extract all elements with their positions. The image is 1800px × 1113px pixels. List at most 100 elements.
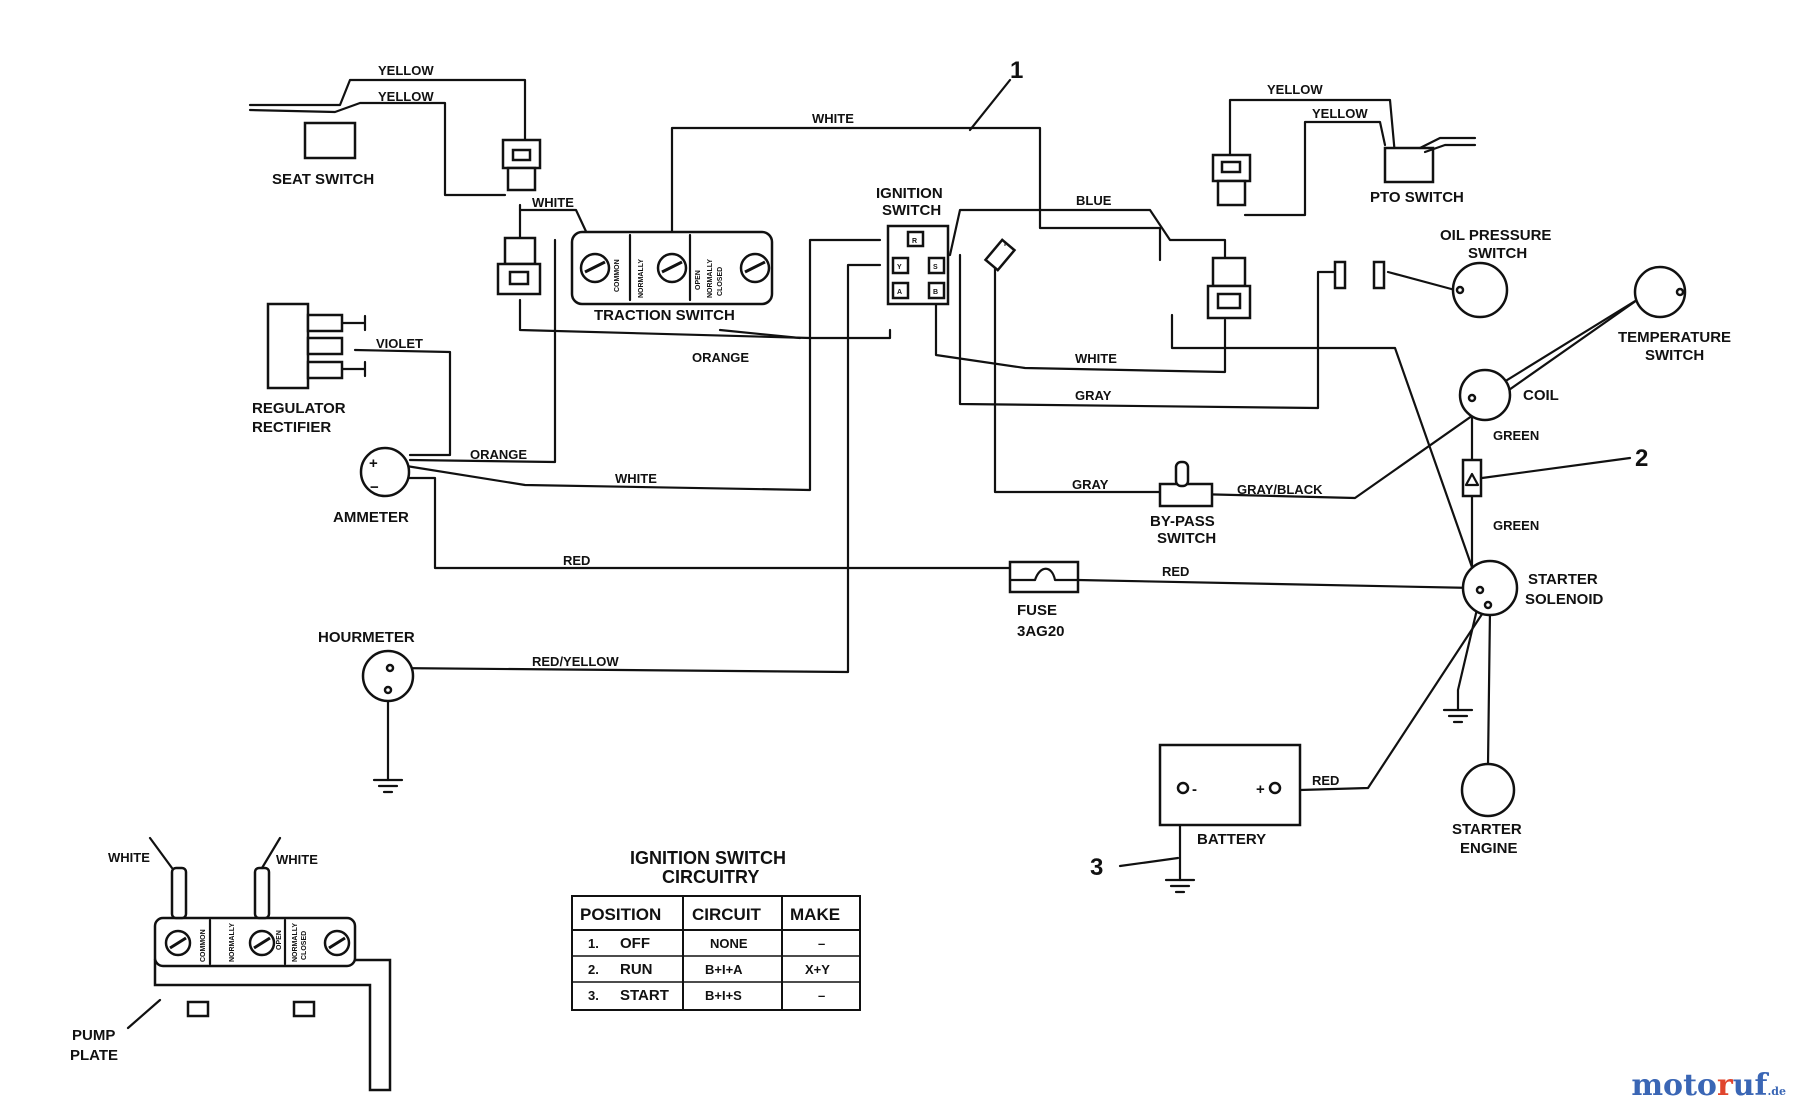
traction-switch: COMMON NORMALLY OPEN NORMALLY CLOSED TRA… (570, 230, 774, 324)
oil-pressure-switch: OIL PRESSURE SWITCH (1440, 227, 1551, 319)
wire-red-fuse-solenoid (1076, 578, 1477, 590)
wire-connector-to-switch (1170, 313, 1482, 592)
table-row-2-make: X+Y (805, 962, 830, 977)
starter-engine-body (1460, 762, 1516, 818)
pto-switch-body (1383, 146, 1435, 184)
pump-wire-left-label: WHITE (108, 850, 150, 865)
svg-text:I: I (1004, 241, 1006, 248)
traction-label-closed: CLOSED (717, 267, 724, 296)
ignition-circuitry-table: IGNITION SWITCH CIRCUITRY POSITION CIRCU… (571, 848, 861, 1011)
ammeter-label: AMMETER (333, 509, 409, 526)
pto-switch-label: PTO SWITCH (1370, 189, 1464, 206)
regulator-rectifier: REGULATOR RECTIFIER (252, 302, 367, 436)
wire-label-orange-1: ORANGE (692, 350, 749, 365)
seat-switch: SEAT SWITCH (272, 121, 374, 188)
wire-blue (900, 208, 1227, 272)
ammeter: + − AMMETER (333, 446, 411, 526)
wire-label-white-ammeter: WHITE (615, 471, 657, 486)
battery-positive: + (1256, 781, 1265, 798)
fuse-label-2: 3AG20 (1017, 623, 1065, 640)
oil-pressure-switch-body (1451, 261, 1509, 319)
wire-label-violet: VIOLET (376, 336, 423, 351)
hourmeter-body (361, 649, 415, 703)
wire-red-ammeter (378, 476, 1012, 570)
wire-label-red-1: RED (563, 553, 590, 568)
wire-pto-yellow-lower (1243, 120, 1387, 217)
pump-plate (153, 958, 392, 1092)
wire-traction-out (718, 328, 802, 340)
wire-solenoid-engine (1486, 608, 1492, 767)
callout-2: 2 (1635, 445, 1648, 472)
table-row-1-circuit: NONE (710, 936, 748, 951)
table-row-2-num: 2. (588, 962, 599, 977)
seat-switch-label: SEAT SWITCH (272, 171, 374, 188)
ground-icon-battery (1164, 878, 1196, 894)
pump-label-normally-2: NORMALLY (292, 923, 299, 962)
wire-label-yellow-pto-1: YELLOW (1267, 82, 1323, 97)
callouts: 1 2 3 (1010, 57, 1648, 881)
wire-white-main (670, 126, 1162, 262)
pump-wire-right (253, 866, 271, 920)
oil-pressure-terminals (1333, 260, 1386, 290)
green-diode (1461, 458, 1483, 498)
battery-negative: - (1192, 781, 1197, 798)
pump-label-open: OPEN (276, 930, 283, 950)
hourmeter-label: HOURMETER (318, 629, 415, 646)
wire-label-red-yellow: RED/YELLOW (532, 654, 619, 669)
table-row-1-num: 1. (588, 936, 599, 951)
ground-icon-solenoid (1442, 708, 1474, 724)
wire-labels: YELLOW YELLOW WHITE YELLOW YELLOW WHITE … (376, 63, 1539, 788)
fuse-body (1008, 560, 1080, 594)
wire-solenoid-battery (1298, 603, 1490, 792)
wire-label-gray-black: GRAY/BLACK (1237, 482, 1323, 497)
fuse: FUSE 3AG20 (1008, 560, 1080, 640)
starter-solenoid: STARTER SOLENOID (1461, 559, 1604, 617)
traction-label-common: COMMON (614, 259, 621, 292)
wire-oil-pressure (1386, 270, 1457, 292)
starter-engine-label-1: STARTER (1452, 821, 1522, 838)
battery-label: BATTERY (1197, 831, 1266, 848)
table-header-position: POSITION (580, 905, 661, 924)
ignition-terminal-b: B (933, 289, 938, 296)
table-row-3-circuit: B+I+S (705, 988, 742, 1003)
ignition-switch: R Y S A B IGNITION SWITCH (876, 185, 950, 306)
wire-white-ammeter (398, 238, 882, 492)
wire-seat-yellow-lower (248, 101, 507, 197)
pump-label-normally: NORMALLY (229, 923, 236, 962)
ammeter-body (359, 446, 411, 498)
coil: COIL (1458, 368, 1559, 422)
starter-solenoid-body (1461, 559, 1519, 617)
pump-plate-label-2: PLATE (70, 1047, 118, 1064)
oil-pressure-label-1: OIL PRESSURE (1440, 227, 1551, 244)
pto-connector (1211, 153, 1252, 207)
callout-2-leader (1480, 456, 1632, 480)
watermark-tail: uf (1732, 1068, 1768, 1103)
bypass-switch-body (1158, 482, 1214, 508)
wire-seat-yellow-upper (248, 78, 527, 142)
green-diode-body (1461, 458, 1483, 498)
pump-plate-assembly: COMMON NORMALLY OPEN NORMALLY CLOSED WHI… (70, 836, 392, 1092)
callout-1: 1 (1010, 57, 1023, 84)
wire-violet (353, 348, 452, 457)
wire-label-gray: GRAY (1075, 388, 1112, 403)
callout-3-leader (1118, 856, 1180, 868)
ignition-terminal-a: A (897, 289, 902, 296)
blue-connector-top (1211, 256, 1247, 288)
seat-connector (501, 138, 542, 192)
motoruf-watermark: motoruf.de (1631, 1068, 1786, 1103)
table-row-1-make: – (818, 936, 825, 951)
wire-gray (958, 253, 1340, 410)
table-row-3-position: START (620, 987, 669, 1004)
wire-solenoid-ground (1456, 603, 1480, 712)
ground-symbols (372, 708, 1474, 894)
pto-connector-bottom (1216, 179, 1247, 207)
bypass-switch-toggle (1174, 460, 1190, 488)
wire-label-white-ignition: WHITE (1075, 351, 1117, 366)
solenoid-label-2: SOLENOID (1525, 591, 1604, 608)
bypass-label-1: BY-PASS (1150, 513, 1215, 530)
table-header-circuit: CIRCUIT (692, 905, 762, 924)
battery: - + BATTERY (1158, 743, 1302, 848)
wire-label-yellow-2: YELLOW (378, 89, 434, 104)
wire-label-red-2: RED (1162, 564, 1189, 579)
